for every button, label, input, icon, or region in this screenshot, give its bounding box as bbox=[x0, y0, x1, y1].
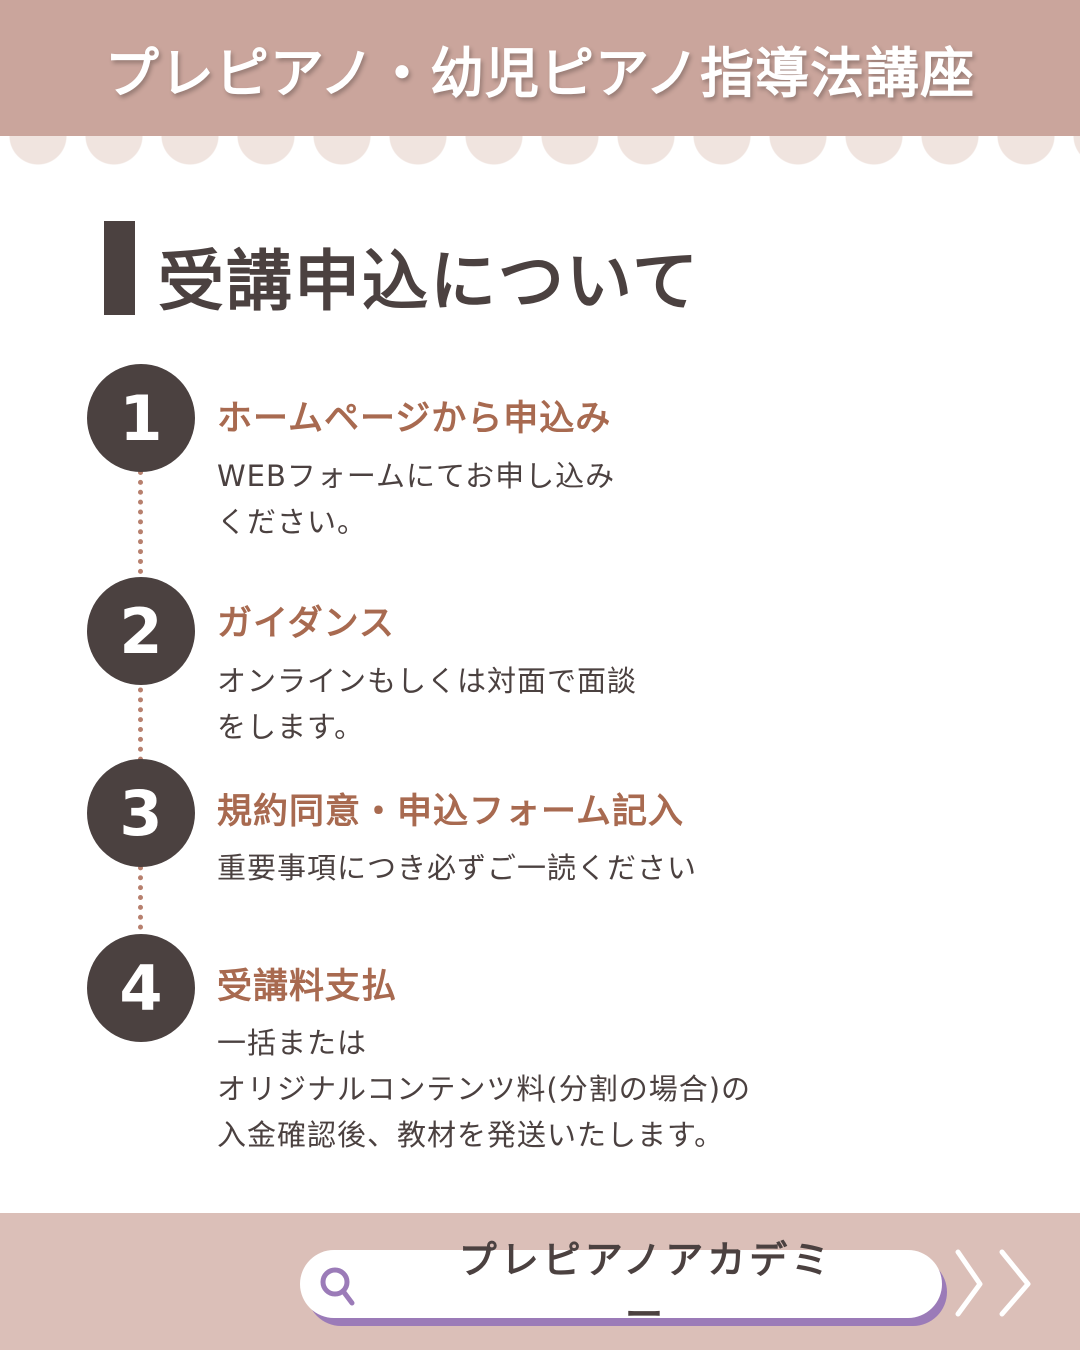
step-title: ホームページから申込み bbox=[217, 399, 612, 439]
step-description: 一括または オリジナルコンテンツ料(分割の場合)の 入金確認後、教材を発送いたし… bbox=[217, 1020, 751, 1158]
step-number-badge: 4 bbox=[87, 934, 195, 1042]
page-title: プレピアノ・幼児ピアノ指導法講座 bbox=[104, 41, 976, 105]
step-number-badge: 1 bbox=[87, 364, 195, 472]
step-line: 一括または bbox=[217, 1026, 368, 1060]
step-title: 規約同意・申込フォーム記入 bbox=[217, 792, 684, 832]
lace-divider bbox=[0, 136, 1080, 178]
section-title-bar bbox=[104, 221, 135, 315]
step-line: オリジナルコンテンツ料(分割の場合)の bbox=[217, 1072, 752, 1106]
step-line: をします。 bbox=[217, 710, 365, 744]
step-title: 受講料支払 bbox=[217, 967, 398, 1007]
step-line: ください。 bbox=[217, 505, 368, 539]
double-chevron-right-icon[interactable] bbox=[952, 1248, 1042, 1318]
header-banner: プレピアノ・幼児ピアノ指導法講座 bbox=[0, 0, 1080, 136]
step-number-badge: 2 bbox=[87, 577, 195, 685]
step-line: 重要事項につき必ずご一読ください bbox=[217, 851, 698, 885]
step-description: WEBフォームにてお申し込み ください。 bbox=[217, 453, 615, 545]
step-line: 入金確認後、教材を発送いたします。 bbox=[217, 1118, 725, 1152]
search-icon bbox=[317, 1264, 361, 1312]
search-query-text: プレピアノアカデミー bbox=[458, 1238, 834, 1337]
step-line: WEBフォームにてお申し込み bbox=[217, 459, 616, 493]
step-line: オンラインもしくは対面で面談 bbox=[217, 664, 638, 698]
step-title: ガイダンス bbox=[217, 604, 395, 644]
step-number-badge: 3 bbox=[87, 759, 195, 867]
step-description: 重要事項につき必ずご一読ください bbox=[217, 845, 697, 891]
search-bar[interactable]: プレピアノアカデミー bbox=[300, 1238, 942, 1337]
section-title: 受講申込について bbox=[158, 243, 701, 320]
step-description: オンラインもしくは対面で面談 をします。 bbox=[217, 658, 637, 750]
step-connector-line bbox=[138, 470, 143, 940]
